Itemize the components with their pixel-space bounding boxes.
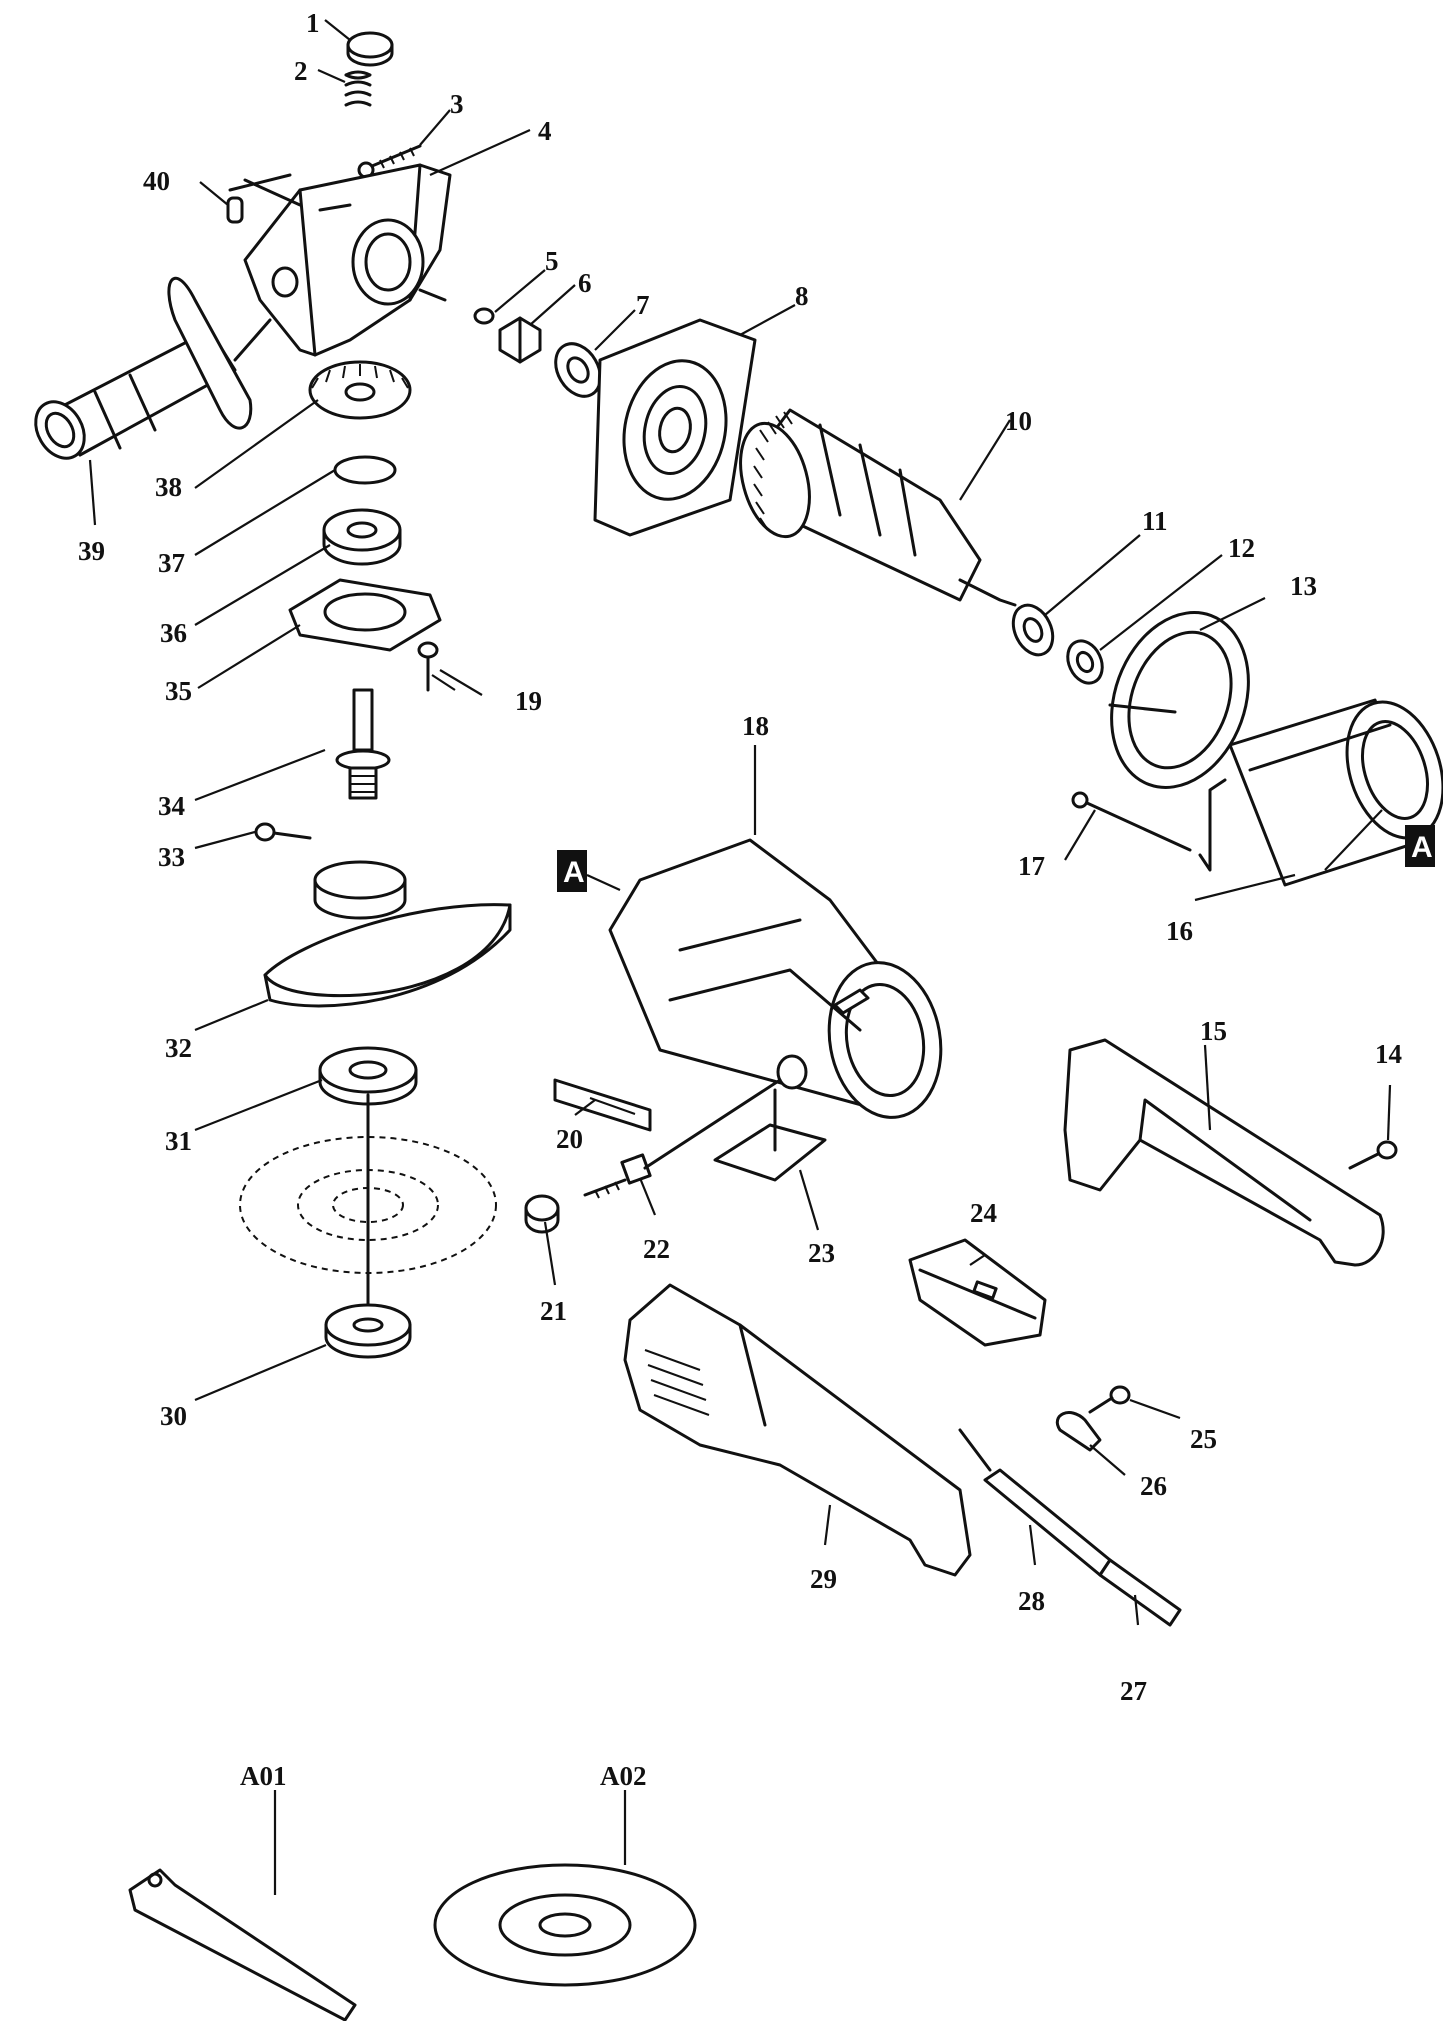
callout-2: 2 <box>294 56 308 86</box>
callout-40: 40 <box>143 166 170 196</box>
part-32-wheel-guard <box>263 860 512 1008</box>
part-10-armature <box>739 408 1017 607</box>
callout-19: 19 <box>515 686 542 716</box>
callout-13: 13 <box>1290 571 1317 601</box>
part-4-gear-housing <box>243 163 452 357</box>
callout-5: 5 <box>545 246 559 276</box>
part-19-screw <box>417 641 439 692</box>
callout-33: 33 <box>158 842 185 872</box>
callout-14: 14 <box>1375 1039 1402 1069</box>
callout-12: 12 <box>1228 533 1255 563</box>
part-40-pin <box>226 173 302 224</box>
part-33-screw <box>254 822 312 842</box>
part-5-ring <box>473 307 495 325</box>
callout-a02: A02 <box>600 1761 647 1791</box>
callout-3: 3 <box>450 89 464 119</box>
section-marker-text: A <box>1411 831 1433 864</box>
part-21-brush-cap <box>524 1194 560 1234</box>
section-marker-a-left: A <box>557 850 621 892</box>
callout-22: 22 <box>643 1234 670 1264</box>
part-26-clamp <box>1056 1411 1102 1452</box>
part-16-field <box>1228 698 1443 887</box>
callout-39: 39 <box>78 536 105 566</box>
callout-37: 37 <box>158 548 185 578</box>
part-20-label <box>553 1078 652 1132</box>
callout-31: 31 <box>165 1126 192 1156</box>
part-a01-wrench <box>128 1868 357 2021</box>
part-31-inner-flange <box>318 1046 418 1106</box>
section-marker-text: A <box>563 856 585 889</box>
part-14-screw <box>1348 1140 1398 1170</box>
callout-1: 1 <box>306 8 320 38</box>
callout-11: 11 <box>1142 506 1168 536</box>
part-27-power-cord <box>1098 1558 1182 1627</box>
part-7-bearing <box>554 342 602 398</box>
callout-35: 35 <box>165 676 192 706</box>
callout-32: 32 <box>165 1033 192 1063</box>
part-8-bearing-box <box>593 318 757 537</box>
part-34-spindle <box>335 688 391 800</box>
section-marker-a-right: A <box>1405 825 1435 867</box>
callout-16: 16 <box>1166 916 1193 946</box>
part-a02-wheel <box>433 1863 697 1987</box>
part-12-bearing <box>1066 639 1104 685</box>
callout-6: 6 <box>578 268 592 298</box>
part-24-switch <box>908 1238 1047 1347</box>
part-37-ring <box>333 455 397 485</box>
part-11-bearing <box>1011 603 1055 657</box>
part-2-spring <box>344 70 372 107</box>
callout-29: 29 <box>810 1564 837 1594</box>
part-3-screw <box>357 144 422 179</box>
callout-30: 30 <box>160 1401 187 1431</box>
grinding-wheel-outline <box>239 1093 497 1307</box>
callout-25: 25 <box>1190 1424 1217 1454</box>
callout-21: 21 <box>540 1296 567 1326</box>
part-1-cap <box>346 31 394 67</box>
part-15-rear-cover <box>1063 1038 1385 1267</box>
callout-4: 4 <box>538 116 552 146</box>
part-35-retainer <box>288 578 442 652</box>
callout-8: 8 <box>795 281 809 311</box>
part-28-strain-relief <box>958 1428 1112 1577</box>
part-29-handle <box>623 1283 972 1577</box>
callout-18: 18 <box>742 711 769 741</box>
callout-23: 23 <box>808 1238 835 1268</box>
callout-7: 7 <box>636 290 650 320</box>
callout-34: 34 <box>158 791 185 821</box>
part-6-lock <box>498 316 542 364</box>
part-38-bevel-gear <box>308 360 412 420</box>
part-39-side-handle <box>34 276 272 460</box>
callout-24: 24 <box>970 1198 997 1228</box>
part-36-bearing <box>322 508 402 566</box>
callout-10: 10 <box>1005 406 1032 436</box>
callout-38: 38 <box>155 472 182 502</box>
callout-15: 15 <box>1200 1016 1227 1046</box>
callout-26: 26 <box>1140 1471 1167 1501</box>
leader-lines <box>88 19 1392 1895</box>
callout-labels: 1 2 3 4 5 6 7 8 10 11 12 13 14 15 16 17 … <box>78 8 1402 1791</box>
callout-28: 28 <box>1018 1586 1045 1616</box>
part-13-baffle-plate <box>1108 611 1250 789</box>
part-23-sticker <box>713 1088 827 1182</box>
part-18-motor-housing <box>608 838 943 1119</box>
callout-27: 27 <box>1120 1676 1147 1706</box>
part-17-screw <box>1071 778 1227 872</box>
part-30-lock-nut <box>324 1303 412 1359</box>
callout-36: 36 <box>160 618 187 648</box>
callout-17: 17 <box>1018 851 1045 881</box>
callout-20: 20 <box>556 1124 583 1154</box>
callout-a01: A01 <box>240 1761 287 1791</box>
part-25-screw <box>1088 1385 1131 1414</box>
